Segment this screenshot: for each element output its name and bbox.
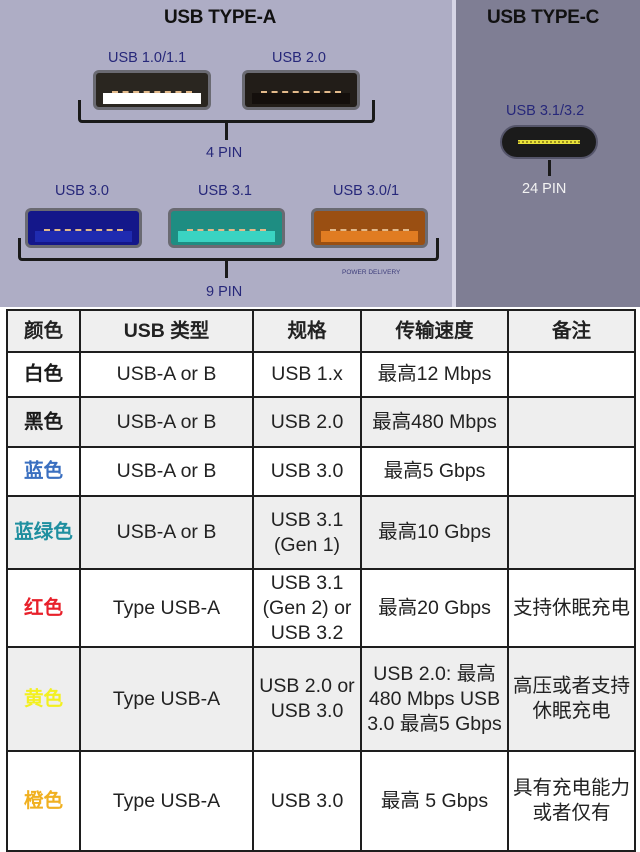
usb-a-port-blue-icon <box>25 208 142 248</box>
usb-type-cell: USB-A or B <box>79 495 254 570</box>
table-row: 橙色 Type USB-A USB 3.0 最高 5 Gbps 具有充电能力或者… <box>6 750 636 852</box>
usb-c-port-icon <box>500 125 598 159</box>
note-cell: 高压或者支持休眠充电 <box>507 646 636 752</box>
speed-cell: 最高 5 Gbps <box>360 750 509 852</box>
table-row: 蓝色 USB-A or B USB 3.0 最高5 Gbps <box>6 446 636 497</box>
usb-type-cell: Type USB-A <box>79 646 254 752</box>
usb-connector-diagram: USB TYPE-A USB TYPE-C USB 1.0/1.1 USB 2.… <box>0 0 640 307</box>
header-note: 备注 <box>507 309 636 353</box>
note-cell <box>507 446 636 497</box>
speed-cell: 最高10 Gbps <box>360 495 509 570</box>
color-cell: 蓝绿色 <box>6 495 81 570</box>
type-a-title: USB TYPE-A <box>164 7 277 28</box>
pin-count-9: 9 PIN <box>206 284 243 300</box>
header-usb-type: USB 类型 <box>79 309 254 353</box>
header-speed: 传输速度 <box>360 309 509 353</box>
note-cell <box>507 396 636 448</box>
color-cell: 黄色 <box>6 646 81 752</box>
header-color: 颜色 <box>6 309 81 353</box>
usb-a-port-orange-icon <box>311 208 428 248</box>
usb-type-cell: USB-A or B <box>79 446 254 497</box>
speed-cell: 最高12 Mbps <box>360 351 509 398</box>
type-a-panel <box>0 0 454 307</box>
note-cell <box>507 351 636 398</box>
spec-cell: USB 1.x <box>252 351 362 398</box>
spec-cell: USB 3.0 <box>252 446 362 497</box>
spec-cell: USB 2.0 <box>252 396 362 448</box>
usb-type-cell: USB-A or B <box>79 396 254 448</box>
port-label-typec: USB 3.1/3.2 <box>506 103 585 119</box>
spec-cell: USB 3.1 (Gen 1) <box>252 495 362 570</box>
usb-a-port-black-icon <box>242 70 360 110</box>
color-cell: 黑色 <box>6 396 81 448</box>
pin-count-24: 24 PIN <box>522 181 567 197</box>
spec-cell: USB 2.0 or USB 3.0 <box>252 646 362 752</box>
bracket-4pin <box>78 100 375 123</box>
usb-type-cell: Type USB-A <box>79 750 254 852</box>
note-cell: 支持休眠充电 <box>507 568 636 648</box>
type-c-title: USB TYPE-C <box>487 7 600 28</box>
table-row: 红色 Type USB-A USB 3.1 (Gen 2) or USB 3.2… <box>6 568 636 648</box>
usb-type-cell: Type USB-A <box>79 568 254 648</box>
usb-a-port-white-icon <box>93 70 211 110</box>
port-label-usb31: USB 3.1 <box>198 183 252 199</box>
color-cell: 白色 <box>6 351 81 398</box>
table-row: 黄色 Type USB-A USB 2.0 or USB 3.0 USB 2.0… <box>6 646 636 752</box>
note-cell <box>507 495 636 570</box>
color-cell: 橙色 <box>6 750 81 852</box>
table-row: 黑色 USB-A or B USB 2.0 最高480 Mbps <box>6 396 636 448</box>
usb-type-cell: USB-A or B <box>79 351 254 398</box>
typec-stem <box>548 160 551 176</box>
speed-cell: 最高5 Gbps <box>360 446 509 497</box>
spec-cell: USB 3.0 <box>252 750 362 852</box>
port-label-usb301: USB 3.0/1 <box>333 183 400 199</box>
power-delivery-note: POWER DELIVERY <box>342 269 401 276</box>
panel-divider <box>452 0 456 307</box>
speed-cell: 最高20 Gbps <box>360 568 509 648</box>
table-row: 蓝绿色 USB-A or B USB 3.1 (Gen 1) 最高10 Gbps <box>6 495 636 570</box>
speed-cell: 最高480 Mbps <box>360 396 509 448</box>
note-cell: 具有充电能力或者仅有 <box>507 750 636 852</box>
bracket-4pin-stem <box>225 122 228 140</box>
bracket-9pin <box>18 238 439 261</box>
table-header-row: 颜色 USB 类型 规格 传输速度 备注 <box>6 309 636 353</box>
color-cell: 蓝色 <box>6 446 81 497</box>
bracket-9pin-stem <box>225 260 228 278</box>
port-label-usb30: USB 3.0 <box>55 183 109 199</box>
usb-color-table: 颜色 USB 类型 规格 传输速度 备注 白色 USB-A or B USB 1… <box>6 309 636 852</box>
port-label-usb1: USB 1.0/1.1 <box>108 50 187 66</box>
port-label-usb2: USB 2.0 <box>272 50 326 66</box>
usb-a-port-teal-icon <box>168 208 285 248</box>
speed-cell: USB 2.0: 最高480 Mbps USB 3.0 最高5 Gbps <box>360 646 509 752</box>
color-cell: 红色 <box>6 568 81 648</box>
pin-count-4: 4 PIN <box>206 145 243 161</box>
table-row: 白色 USB-A or B USB 1.x 最高12 Mbps <box>6 351 636 398</box>
header-spec: 规格 <box>252 309 362 353</box>
spec-cell: USB 3.1 (Gen 2) or USB 3.2 <box>252 568 362 648</box>
